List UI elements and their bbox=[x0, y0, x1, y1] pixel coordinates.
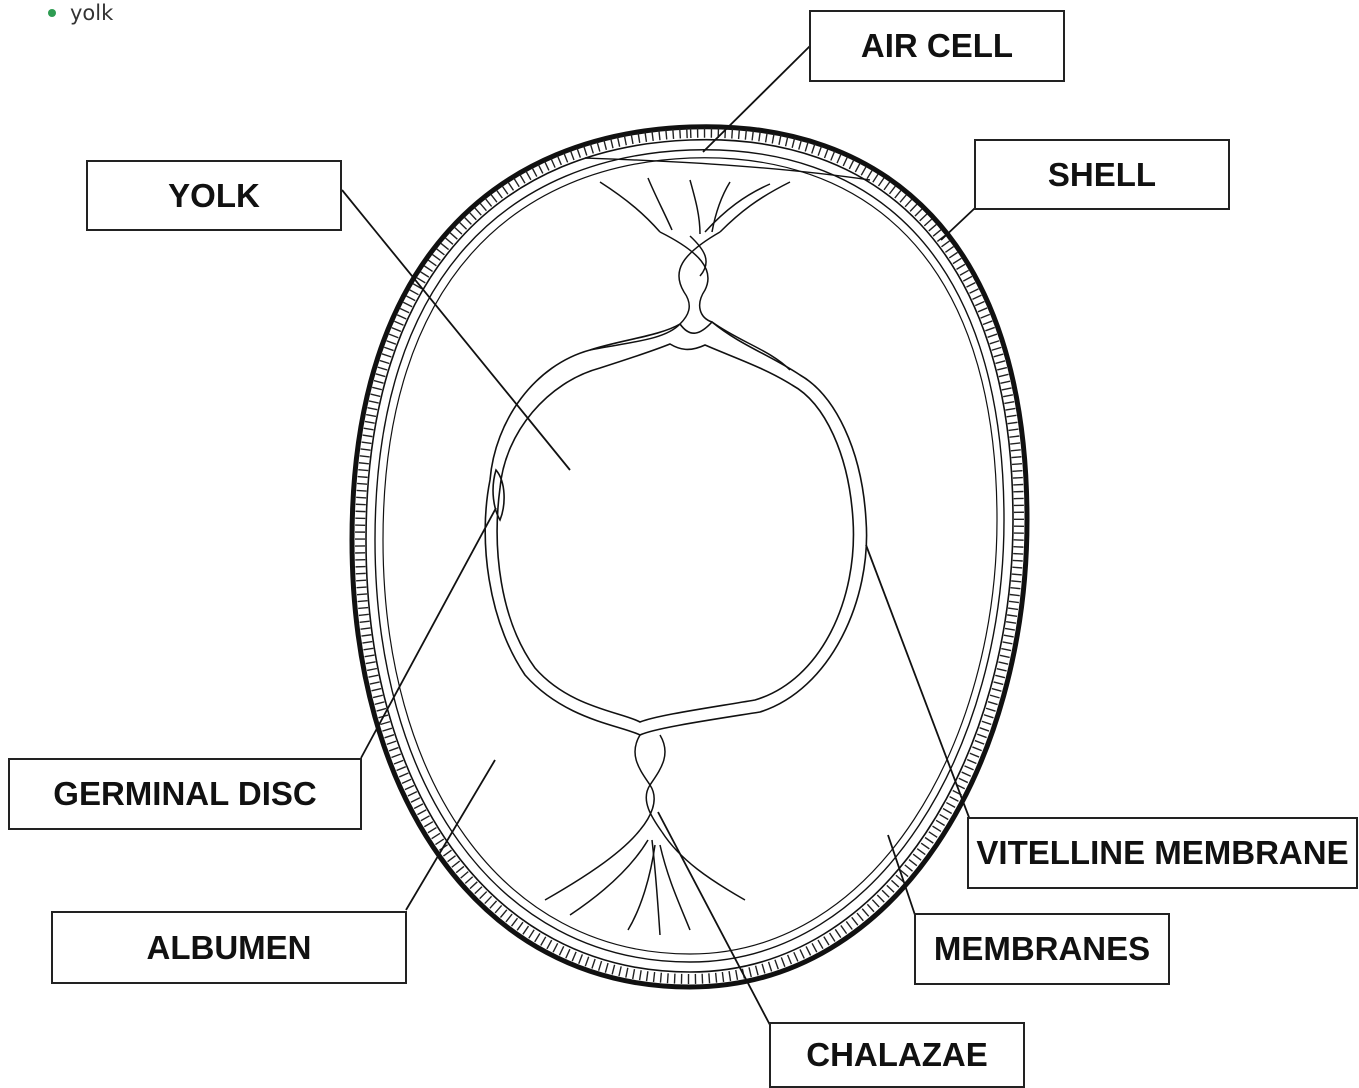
label-shell: SHELL bbox=[974, 139, 1230, 210]
leader-vitelline bbox=[866, 545, 970, 820]
leader-chalazae bbox=[658, 812, 770, 1025]
chalaza-bottom bbox=[545, 735, 745, 935]
leader-lines bbox=[342, 46, 975, 1025]
leader-shell bbox=[941, 208, 975, 240]
yolk bbox=[485, 322, 866, 735]
label-vitelline-membrane: VITELLINE MEMBRANE bbox=[967, 817, 1358, 889]
leader-yolk bbox=[342, 190, 570, 470]
label-germinal-disc: GERMINAL DISC bbox=[8, 758, 362, 830]
label-air-cell: AIR CELL bbox=[809, 10, 1065, 82]
label-albumen: ALBUMEN bbox=[51, 911, 407, 984]
shell-hatching bbox=[360, 133, 1019, 979]
label-membranes: MEMBRANES bbox=[914, 913, 1170, 985]
label-yolk: YOLK bbox=[86, 160, 342, 231]
label-chalazae: CHALAZAE bbox=[769, 1022, 1025, 1088]
egg-shell bbox=[352, 127, 1027, 987]
membrane-inner-line bbox=[383, 158, 997, 954]
